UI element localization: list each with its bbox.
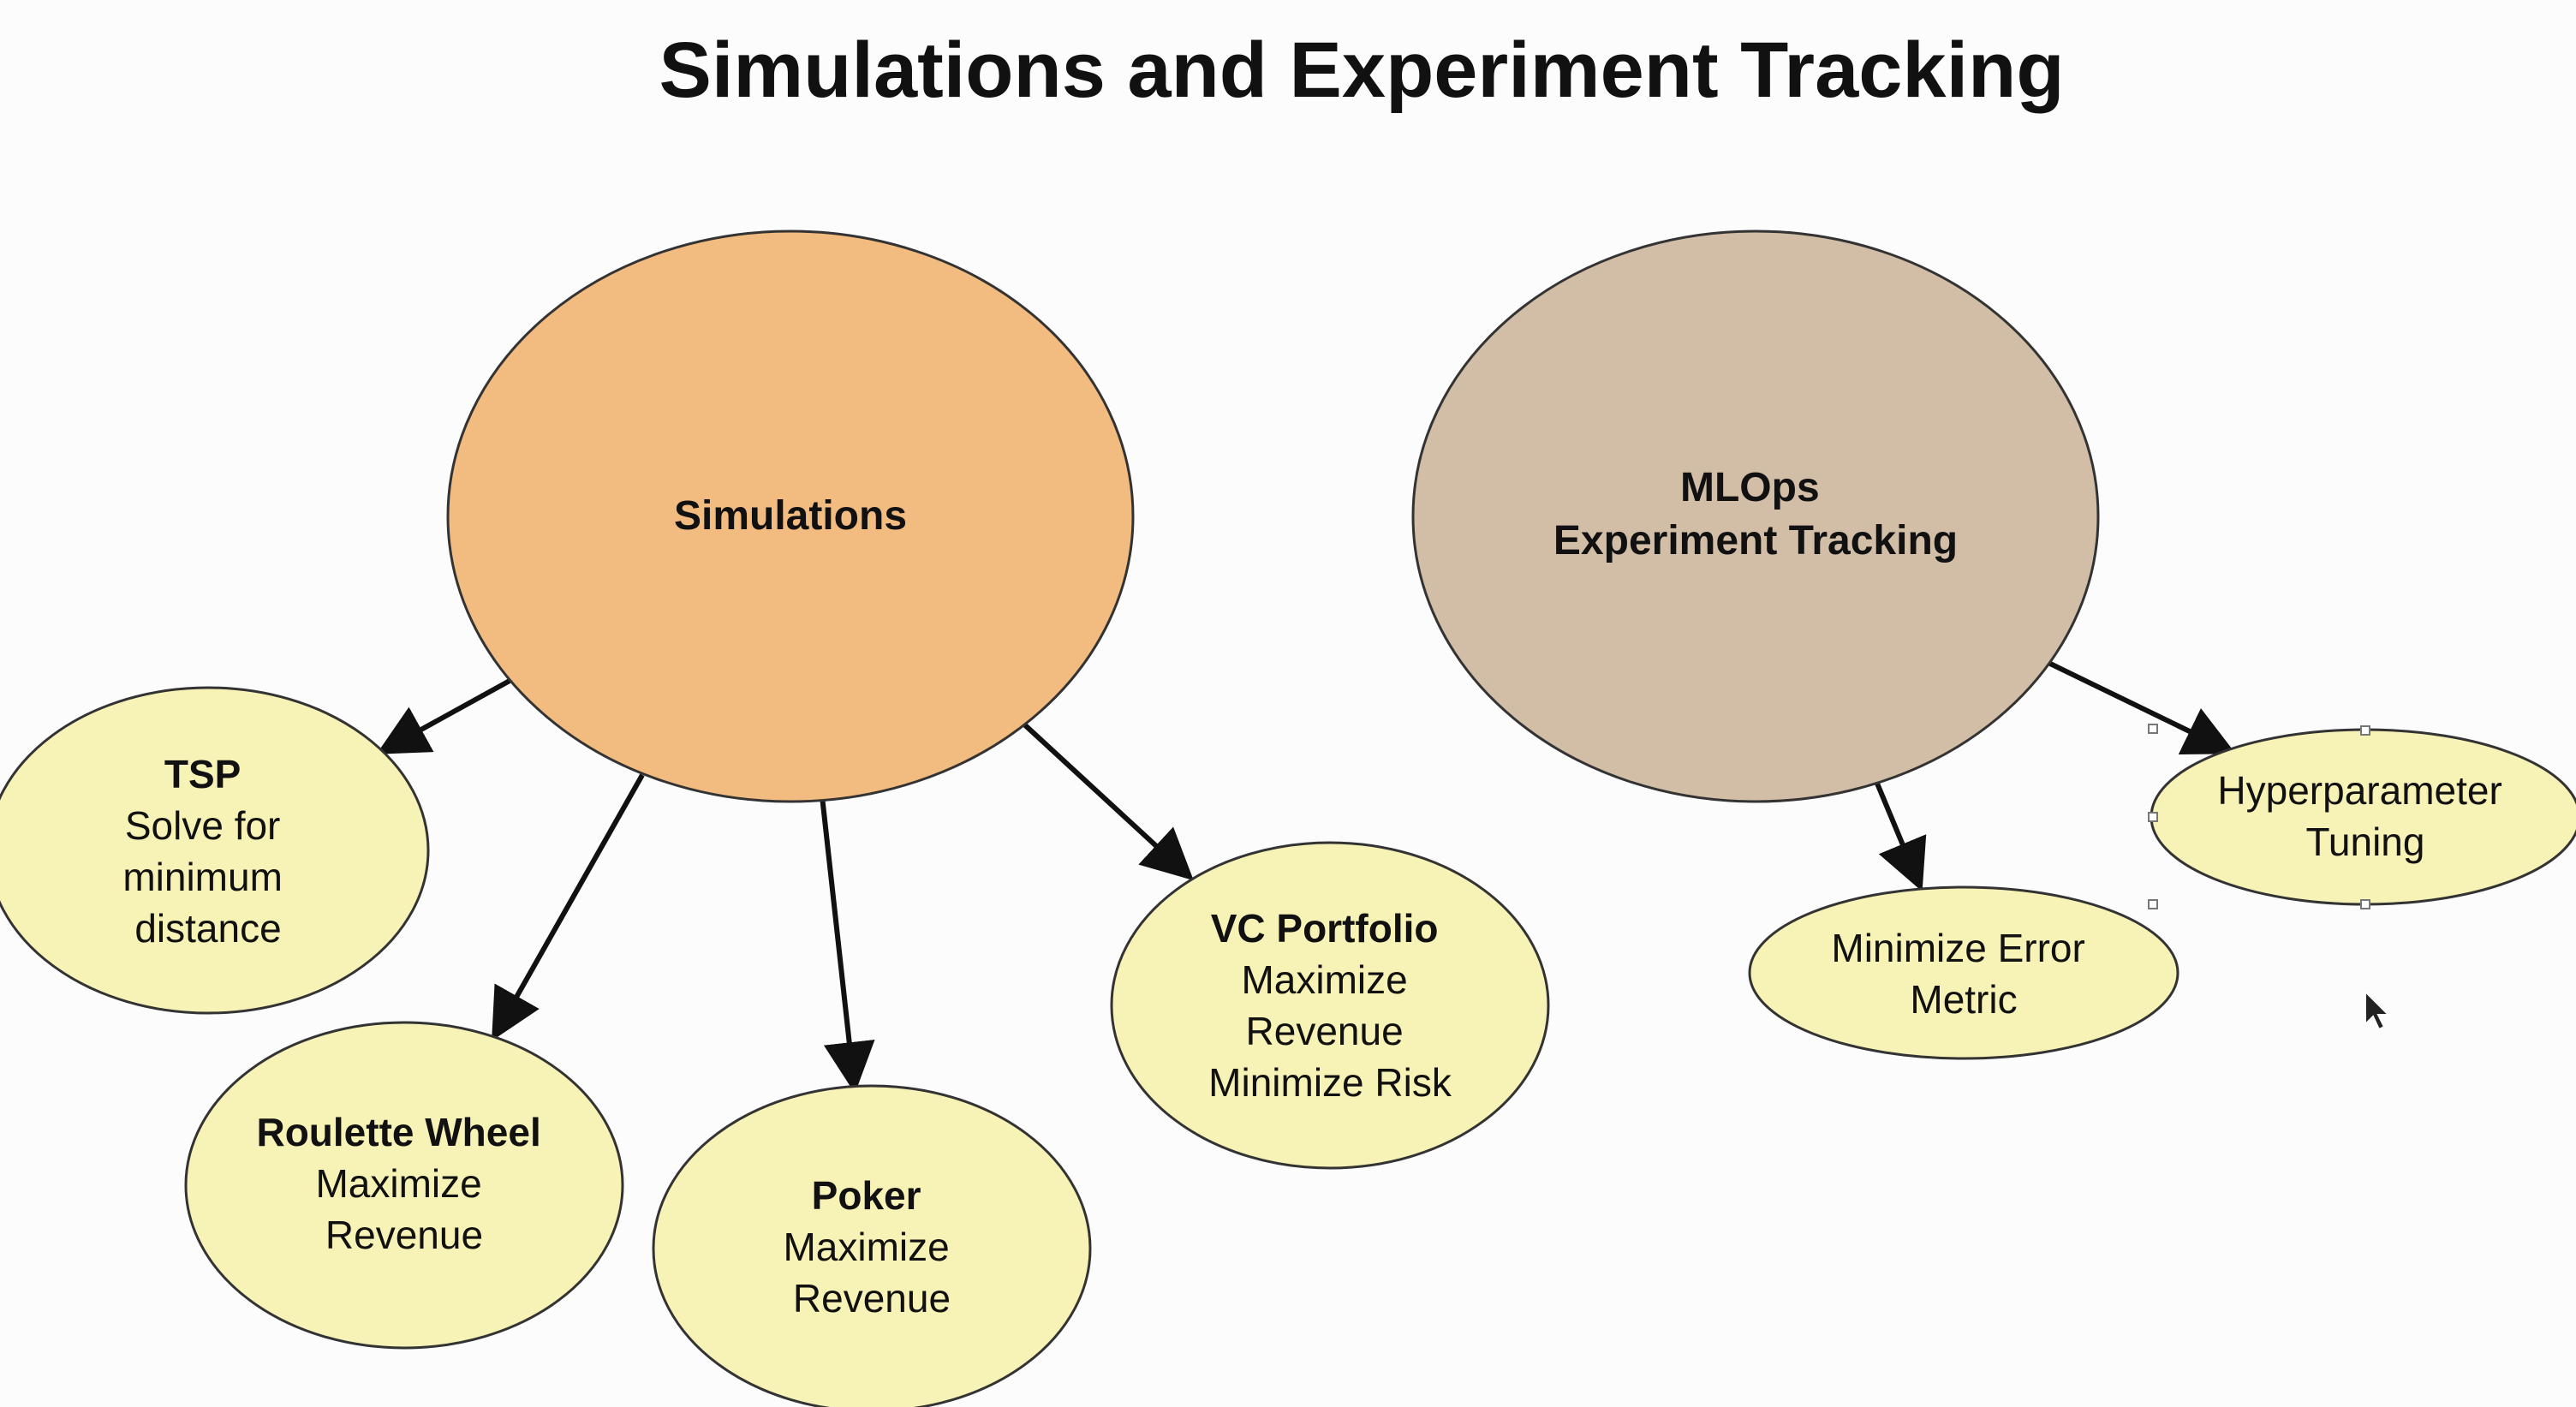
- vc-ellipse: [1110, 841, 1550, 1170]
- node-hyperparameter-tuning[interactable]: Hyperparameter Tuning: [2148, 724, 2576, 909]
- svg-text:TSP Solve for mini: TSP Solve for minimum distance: [122, 752, 293, 951]
- slide-title: Simulations and Experiment Tracking: [659, 27, 2065, 114]
- node-tsp: TSP Solve for minimum distance: [0, 686, 430, 1015]
- arrow-mlops-to-error: [1873, 778, 1927, 892]
- tsp-title: TSP: [164, 752, 241, 796]
- handle-bottom-left[interactable]: [2148, 899, 2158, 909]
- mlops-label-line2: Experiment Tracking: [1553, 518, 1958, 563]
- node-poker: Poker Maximize Revenue: [652, 1084, 1092, 1407]
- poker-line2: Revenue: [793, 1276, 951, 1321]
- svg-text:Simulations: Simulations: [674, 493, 907, 539]
- svg-text:Hyperparameter Tuning: Hyperparameter Tuning: [2217, 768, 2513, 864]
- arrow-simulations-to-roulette: [492, 773, 645, 1041]
- tsp-line3: distance: [134, 906, 281, 951]
- handle-top-left[interactable]: [2148, 724, 2158, 734]
- handle-top-center[interactable]: [2360, 725, 2370, 736]
- svg-text:VC Portfolio Maximize: VC Portfolio Maximize Revenue Minimize R…: [1208, 906, 1452, 1105]
- tsp-line1: Solve for: [125, 803, 281, 848]
- arrow-mlops-to-hyper: [2045, 659, 2236, 755]
- simulations-ellipse: [446, 230, 1135, 803]
- selection-handles[interactable]: [2148, 724, 2370, 909]
- vc-title: VC Portfolio: [1211, 906, 1439, 951]
- arrow-simulations-to-vc: [1021, 721, 1194, 881]
- roulette-ellipse: [184, 1021, 624, 1350]
- simulations-label: Simulations: [674, 493, 907, 539]
- node-simulations: Simulations: [446, 230, 1135, 803]
- poker-title: Poker: [812, 1173, 921, 1218]
- node-vc-portfolio: VC Portfolio Maximize Revenue Minimize R…: [1110, 841, 1550, 1170]
- mouse-pointer-icon: [2364, 989, 2391, 1031]
- tsp-ellipse: [0, 686, 430, 1015]
- svg-text:Roulette Wheel Maximize: Roulette Wheel Maximize Revenue: [256, 1110, 552, 1257]
- error-line2: Metric: [1910, 977, 2017, 1022]
- svg-text:Poker Maximize Rev: Poker Maximize Revenue: [783, 1173, 960, 1321]
- handle-middle-left[interactable]: [2148, 812, 2158, 822]
- mlops-ellipse: [1411, 230, 2100, 803]
- roulette-line2: Revenue: [325, 1213, 483, 1257]
- poker-line1: Maximize: [783, 1225, 949, 1269]
- svg-text:Minimize Error Metric: Minimize Error Metric: [1831, 926, 2096, 1022]
- hyper-line2: Tuning: [2306, 820, 2425, 864]
- vc-line2: Revenue: [1246, 1009, 1404, 1053]
- handle-bottom-center[interactable]: [2360, 899, 2370, 909]
- svg-text:MLOps Experiment Trackin: MLOps Experiment Tracking: [1553, 465, 1958, 563]
- arrow-simulations-to-poker: [820, 796, 875, 1094]
- vc-line3: Minimize Risk: [1208, 1060, 1452, 1105]
- hyper-ellipse[interactable]: [2150, 728, 2576, 906]
- node-roulette: Roulette Wheel Maximize Revenue: [184, 1021, 624, 1350]
- error-ellipse: [1748, 885, 2179, 1060]
- tsp-line2: minimum: [122, 855, 283, 899]
- vc-line1: Maximize: [1241, 957, 1407, 1002]
- error-line1: Minimize Error: [1831, 926, 2084, 970]
- node-minimize-error: Minimize Error Metric: [1748, 885, 2179, 1060]
- node-mlops: MLOps Experiment Tracking: [1411, 230, 2100, 803]
- poker-ellipse: [652, 1084, 1092, 1407]
- mlops-label-line1: MLOps: [1680, 465, 1820, 510]
- roulette-line1: Maximize: [315, 1161, 481, 1206]
- arrow-simulations-to-tsp: [376, 678, 511, 754]
- hyper-line1: Hyperparameter: [2217, 768, 2501, 813]
- roulette-title: Roulette Wheel: [256, 1110, 540, 1154]
